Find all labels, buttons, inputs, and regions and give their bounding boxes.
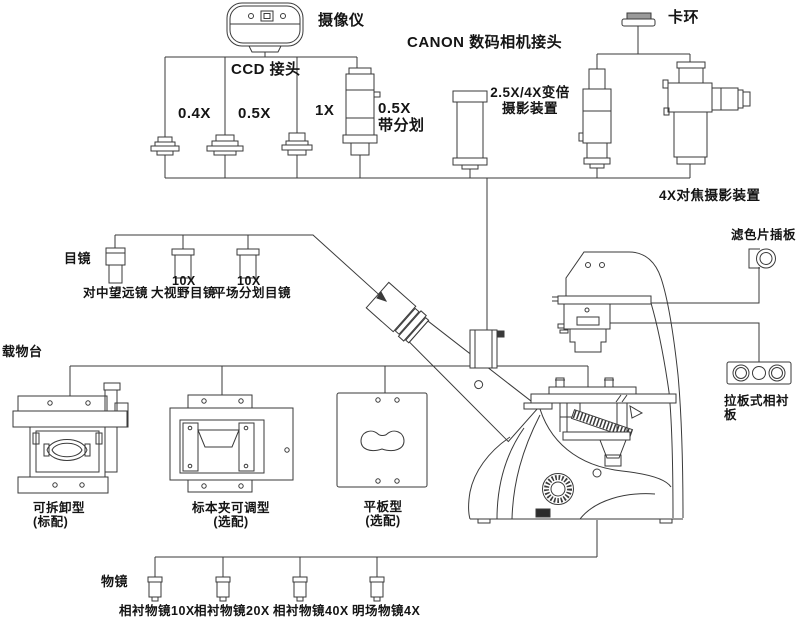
- objective-10x-label: 相衬物镜10X: [119, 604, 195, 618]
- objective-10x-icon: [147, 576, 163, 602]
- adapter-0-4x-label: 0.4X: [178, 105, 211, 122]
- objective-40x-label: 相衬物镜40X: [273, 604, 349, 618]
- stage-adjustable-note: (选配): [213, 515, 249, 530]
- zoom-photo-device-icon: [452, 90, 488, 170]
- plan-reticle-eyepiece-label: 平场分划目镜: [213, 286, 292, 300]
- objective-group-label: 物镜: [101, 574, 129, 589]
- plan-reticle-eyepiece-icon: [236, 248, 260, 279]
- focus-photo-device-icon: [662, 61, 751, 165]
- centering-telescope-label: 对中望远镜: [83, 286, 149, 300]
- stage-adjustable-name: 标本夹可调型: [191, 501, 270, 515]
- stage-plate-label: 平板型(选配): [356, 500, 410, 529]
- stage-plate-note: (选配): [365, 514, 401, 529]
- stage-adjustable-label: 标本夹可调型(选配): [191, 501, 271, 530]
- clamp-ring-icon: [621, 12, 656, 27]
- clamp-ring-label: 卡环: [668, 9, 700, 26]
- stage-detachable-icon: [12, 382, 129, 494]
- stage-group-label: 载物台: [2, 344, 43, 359]
- adapter-0-4x-icon: [150, 136, 180, 156]
- connector-lines: [69, 26, 760, 577]
- objective-20x-label: 相衬物镜20X: [194, 604, 270, 618]
- camera-adapter-tube-icon: [578, 68, 612, 169]
- widefield-eyepiece-icon: [171, 248, 195, 279]
- objective-4x-label: 明场物镜4X: [352, 604, 421, 618]
- stage-detachable-label: 可拆卸型(标配): [33, 501, 85, 530]
- centering-telescope-icon: [105, 247, 126, 284]
- zoom-photo-device-label: 2.5X/4X变倍 摄影装置: [490, 85, 570, 116]
- stage-plate-icon: [336, 392, 428, 488]
- filter-slider-icon: [748, 248, 776, 269]
- video-camera-icon: [226, 2, 304, 53]
- canon-adapter-label: CANON 数码相机接头: [407, 34, 563, 51]
- adapter-0-5x-label: 0.5X: [238, 105, 271, 122]
- stage-plate-name: 平板型: [363, 500, 403, 514]
- stage-detachable-note: (标配): [33, 515, 69, 530]
- adapter-1x-icon: [281, 132, 313, 156]
- adapter-0-5x-reticle-icon: [342, 67, 381, 156]
- objective-4x-icon: [369, 576, 385, 602]
- adapter-1x-label: 1X: [315, 102, 335, 119]
- phase-plate-label: 拉板式相衬板: [724, 394, 790, 423]
- adapter-reticle-label: 0.5X 带分划: [378, 100, 425, 135]
- stage-adjustable-icon: [169, 394, 294, 493]
- widefield-eyepiece-mag: 10X: [172, 274, 196, 288]
- arrowhead-to-eyetube: [376, 291, 388, 302]
- adapter-0-5x-icon: [206, 134, 244, 156]
- eyepiece-group-label: 目镜: [64, 251, 92, 266]
- ccd-adapter-label: CCD 接头: [231, 61, 301, 78]
- plan-reticle-eyepiece-mag: 10X: [237, 274, 261, 288]
- microscope-body: [365, 251, 684, 524]
- objective-20x-icon: [215, 576, 231, 602]
- camera-label: 摄像仪: [318, 12, 365, 29]
- focus-photo-device-label: 4X对焦摄影装置: [659, 188, 761, 203]
- phase-plate-icon: [726, 361, 792, 385]
- widefield-eyepiece-label: 大视野目镜: [151, 286, 217, 300]
- objective-40x-icon: [292, 576, 308, 602]
- stage-detachable-name: 可拆卸型: [33, 501, 86, 515]
- filter-slider-label: 滤色片插板: [731, 228, 797, 242]
